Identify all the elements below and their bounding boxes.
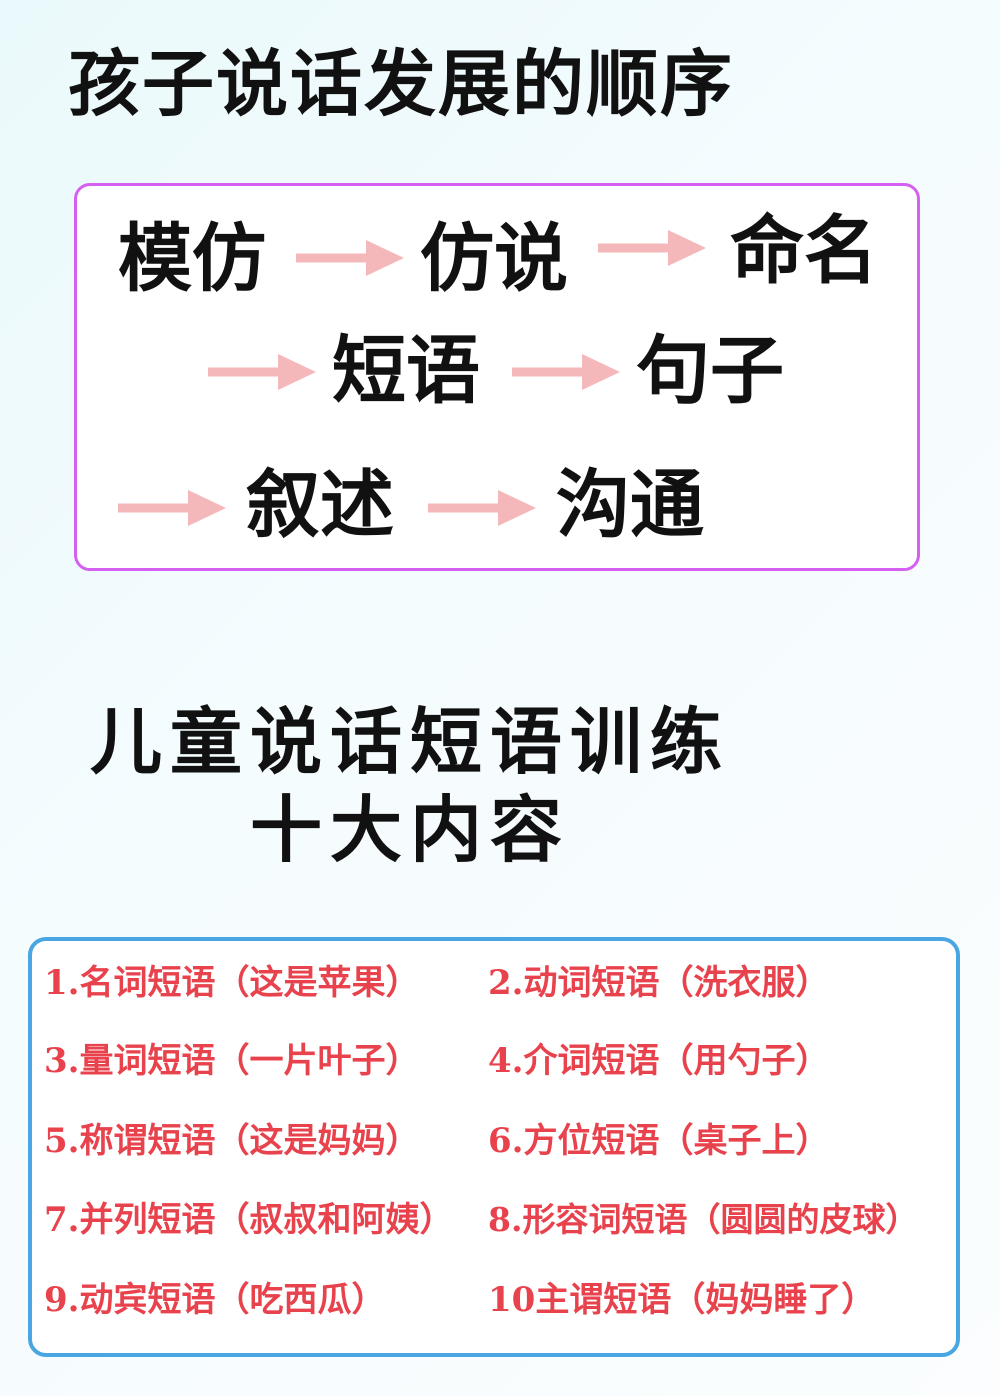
- section-heading-line1: 儿童说话短语训练: [89, 699, 730, 784]
- step-repeat: 仿说: [420, 216, 568, 302]
- step-phrase: 短语: [332, 328, 480, 414]
- list-item: 4.介词短语（用勺子）: [488, 1041, 830, 1081]
- arrow-icon: [428, 490, 536, 526]
- training-content-box: [28, 937, 960, 1357]
- step-naming: 命名: [730, 208, 878, 294]
- arrow-icon: [512, 354, 620, 390]
- step-narrate: 叙述: [246, 462, 394, 548]
- list-item: 9.动宾短语（吃西瓜）: [44, 1280, 386, 1320]
- list-item: 5.称谓短语（这是妈妈）: [44, 1121, 420, 1161]
- list-item: 6.方位短语（桌子上）: [488, 1121, 830, 1161]
- arrow-icon: [598, 230, 706, 266]
- list-item: 8.形容词短语（圆圆的皮球）: [488, 1200, 919, 1239]
- list-item: 2.动词短语（洗衣服）: [488, 963, 830, 1003]
- list-item: 3.量词短语（一片叶子）: [44, 1041, 420, 1081]
- arrow-icon: [208, 354, 316, 390]
- arrow-icon: [118, 490, 226, 526]
- page-title: 孩子说话发展的顺序: [68, 41, 735, 126]
- step-sentence: 句子: [636, 328, 784, 414]
- section-heading-line2: 十大内容: [249, 787, 570, 872]
- list-item: 10主谓短语（妈妈睡了）: [488, 1280, 876, 1320]
- list-item: 1.名词短语（这是苹果）: [44, 963, 420, 1003]
- step-imitate: 模仿: [118, 216, 266, 302]
- list-item: 7.并列短语（叔叔和阿姨）: [44, 1200, 454, 1240]
- step-communicate: 沟通: [556, 462, 704, 548]
- arrow-icon: [296, 240, 404, 276]
